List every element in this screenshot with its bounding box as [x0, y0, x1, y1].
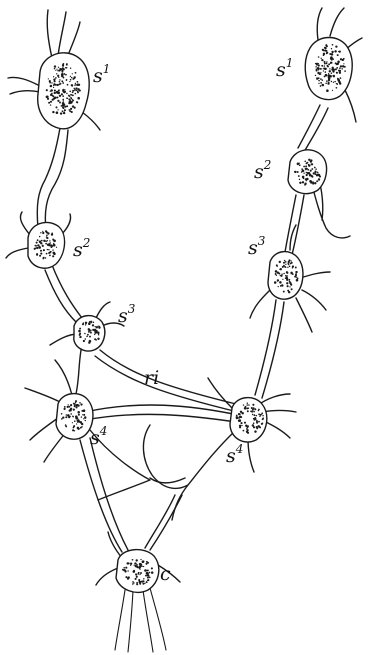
- cell-body-left-s4: [56, 394, 93, 440]
- fiber-s4-cross-lower: [85, 414, 236, 422]
- fiber-left-s3-s4: [75, 345, 82, 398]
- label-right-s1: s1: [276, 56, 293, 81]
- fiber-left-s1-s2: [37, 128, 60, 228]
- fiber-to-c-right: [150, 495, 182, 550]
- label-c: c: [160, 563, 171, 585]
- cell-body-right-s4: [230, 398, 267, 442]
- label-left-s3: s3: [118, 302, 136, 327]
- label-right-s4: s4: [226, 442, 243, 467]
- fiber-to-c-right-b: [145, 495, 175, 548]
- dendrite-left-s1-side: [8, 77, 40, 94]
- cell-body-right-s1: [305, 38, 352, 100]
- label-left-s2: s2: [73, 236, 90, 261]
- stippling: [34, 44, 346, 585]
- fiber-ri-upper: [100, 350, 240, 405]
- fiber-c-out-3: [143, 590, 153, 652]
- fiber-left-s2-s3: [52, 265, 82, 318]
- cell-body-left-s3: [74, 316, 105, 351]
- fiber-left-s2-s3-b: [45, 270, 76, 322]
- cell-body-right-s2: [288, 150, 327, 194]
- labels: s1 s2 s3 s4 s1 s2 s3 s4 ri c: [73, 56, 293, 585]
- dendrite-left-s1-right: [82, 112, 100, 130]
- cell-body-c: [116, 550, 159, 593]
- label-right-s3: s3: [248, 234, 266, 259]
- label-ri: ri: [144, 367, 159, 389]
- fiber-loop-right: [172, 430, 236, 520]
- fiber-c-out-2: [128, 590, 133, 652]
- fiber-c-out-4: [150, 588, 166, 650]
- cell-body-left-s2: [28, 222, 65, 268]
- fiber-network: [37, 105, 328, 652]
- fiber-right-s3-s4: [255, 300, 276, 395]
- label-right-s2: s2: [254, 158, 271, 183]
- label-left-s1: s1: [93, 62, 110, 87]
- label-left-s4: s4: [90, 424, 107, 449]
- fiber-c-out-1: [115, 590, 125, 650]
- fiber-right-s1-s2: [298, 105, 320, 148]
